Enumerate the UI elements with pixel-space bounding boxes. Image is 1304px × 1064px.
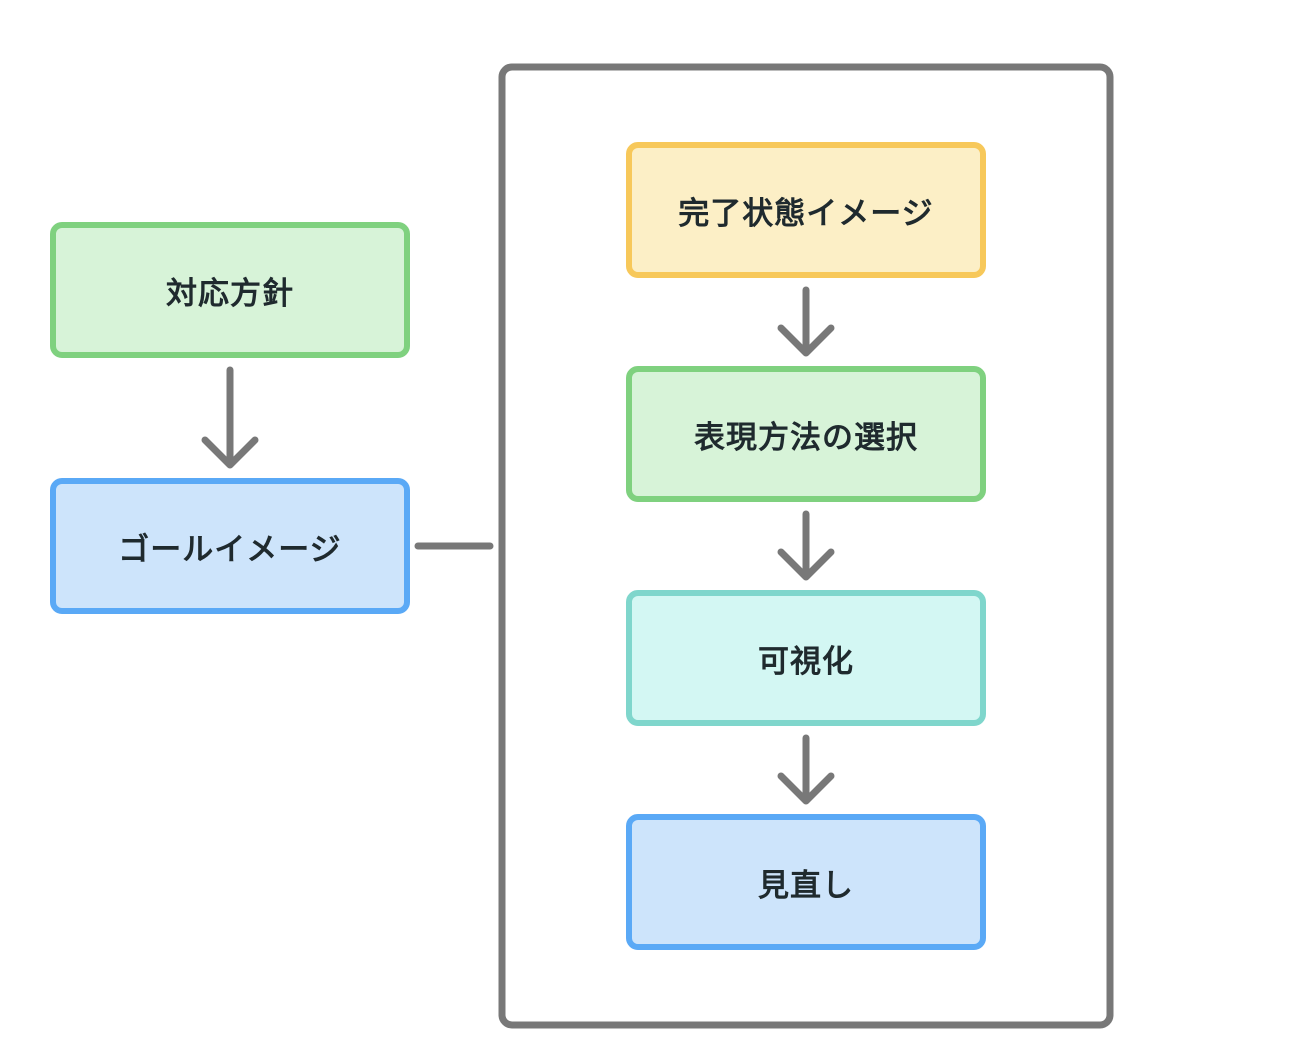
arrow-policy-to-goal (201, 366, 259, 469)
node-review-label: 見直し (758, 867, 854, 904)
node-completion-state-label: 完了状態イメージ (678, 195, 934, 232)
arrow-done-to-method (777, 286, 835, 357)
group-container (498, 63, 1114, 1029)
arrow-visual-to-review (777, 734, 835, 805)
node-method-selection-label: 表現方法の選択 (694, 419, 918, 456)
node-policy-label: 対応方針 (166, 275, 294, 312)
arrow-method-to-visual (777, 510, 835, 581)
node-policy: 対応方針 (50, 222, 410, 358)
node-goal-image-label: ゴールイメージ (118, 531, 342, 568)
node-visualization-label: 可視化 (758, 643, 854, 680)
node-method-selection: 表現方法の選択 (626, 366, 986, 502)
node-completion-state: 完了状態イメージ (626, 142, 986, 278)
node-review: 見直し (626, 814, 986, 950)
node-visualization: 可視化 (626, 590, 986, 726)
node-goal-image: ゴールイメージ (50, 478, 410, 614)
